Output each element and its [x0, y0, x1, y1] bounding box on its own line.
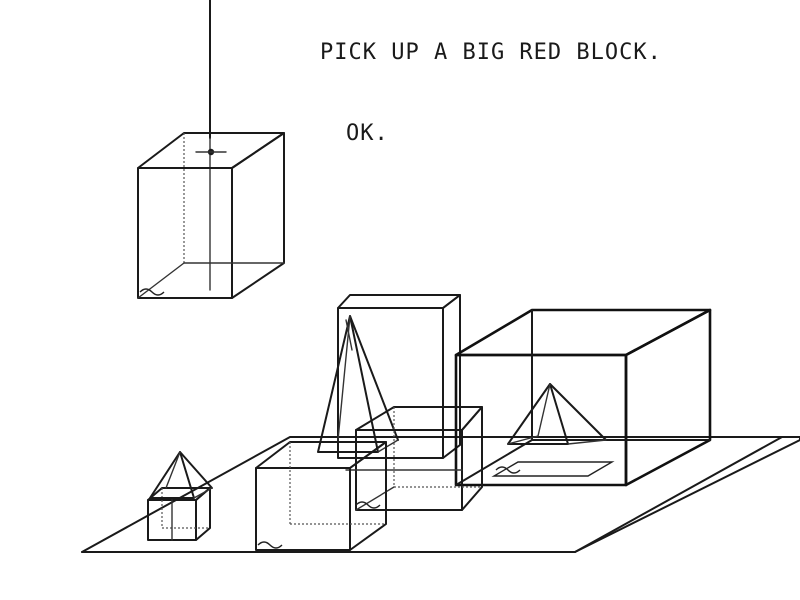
front-box	[255, 441, 387, 551]
middle-box	[345, 406, 483, 511]
tall-pyramid	[317, 315, 399, 453]
pyramid-in-box	[491, 383, 615, 477]
command-text: PICK UP A BIG RED BLOCK.	[320, 40, 662, 65]
held-block	[137, 132, 285, 299]
small-box	[147, 487, 211, 541]
table-surface	[81, 436, 800, 553]
response-text: OK.	[346, 121, 389, 146]
hand-arm	[195, 0, 227, 291]
small-pyramid	[149, 451, 213, 499]
large-box	[454, 308, 712, 487]
